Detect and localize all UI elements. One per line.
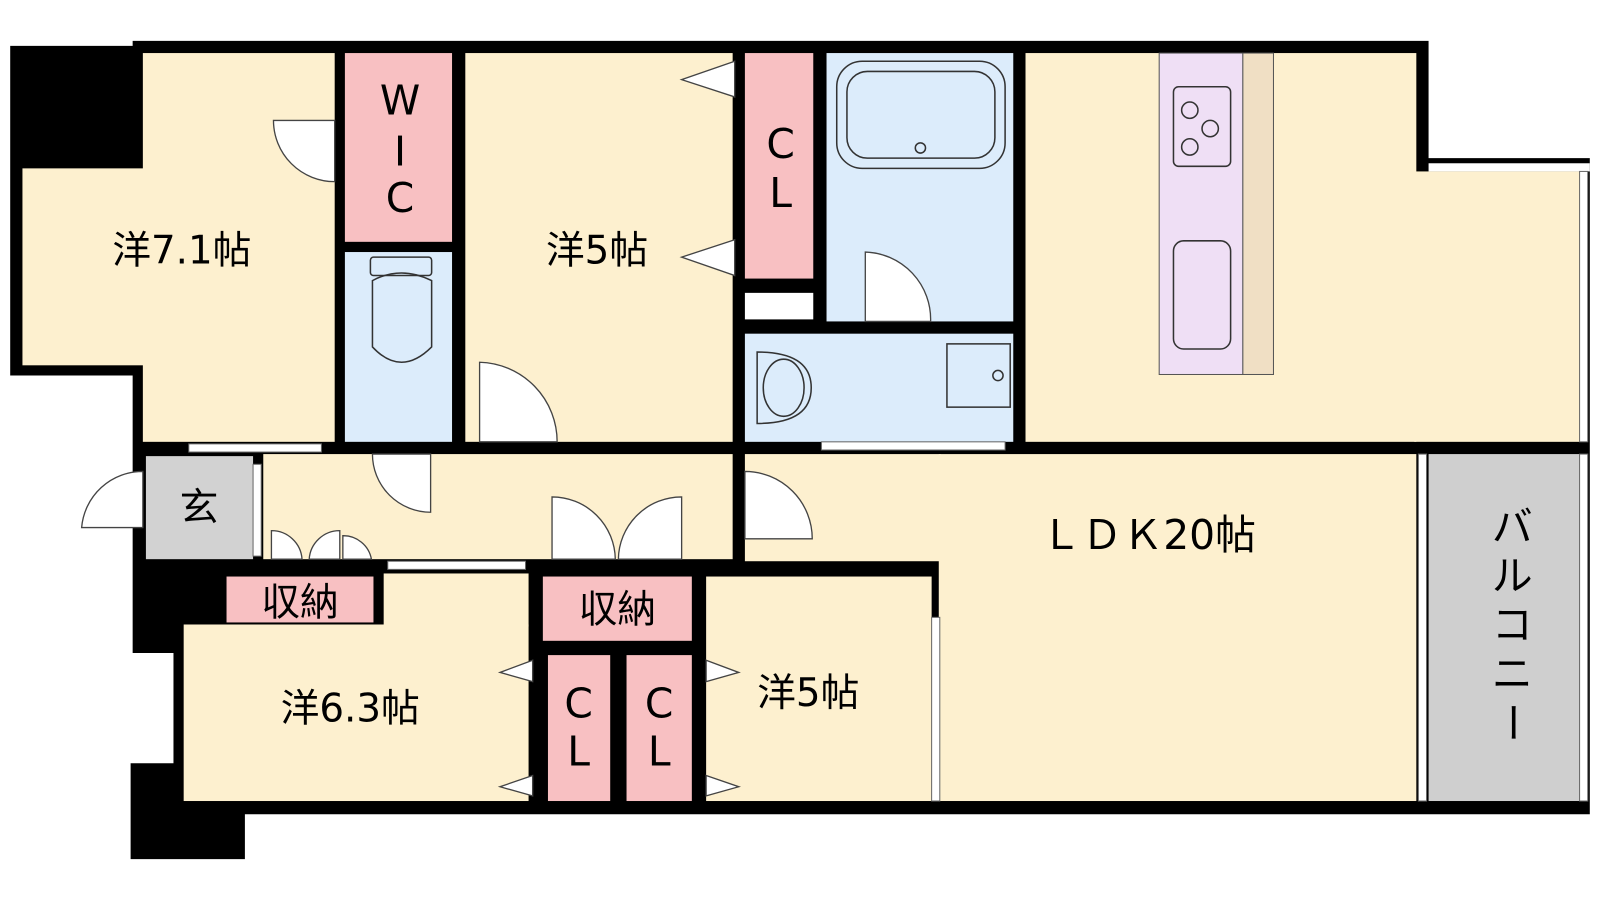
label-balcony-1: バ	[1492, 503, 1533, 551]
label-balcony-3: コ	[1492, 601, 1533, 649]
doors[interactable]	[80, 60, 932, 797]
label-wic-w: W	[380, 76, 420, 124]
label-cl-b-c: C	[645, 679, 674, 727]
windows	[188, 170, 1589, 802]
closet-b	[626, 655, 692, 802]
room-western-6-3	[183, 573, 529, 802]
toilet-icon	[369, 256, 433, 363]
washing-machine-icon	[946, 343, 1011, 408]
label-storage-mid: 収納	[579, 587, 657, 632]
room-entrance	[145, 456, 254, 560]
washbasin-icon	[756, 351, 812, 425]
room-wic	[344, 53, 453, 242]
label-wic-i: I	[394, 127, 406, 175]
label-western-5-bottom: 洋5帖	[757, 671, 859, 716]
label-balcony-4: ニ	[1492, 650, 1533, 698]
bathtub-icon	[835, 60, 1006, 170]
utility-space	[744, 292, 814, 320]
label-cl-top-c: C	[766, 120, 794, 168]
stove-icon	[1172, 85, 1232, 168]
label-cl-a-l: L	[567, 727, 590, 775]
label-balcony-2: ル	[1492, 552, 1533, 600]
label-ldk: ＬＤＫ20帖	[1041, 511, 1256, 559]
room-toilet	[344, 252, 453, 442]
closet-top	[744, 53, 814, 279]
label-western-6-3: 洋6.3帖	[281, 686, 420, 731]
storage-left	[226, 576, 374, 623]
room-bathroom	[826, 53, 1014, 322]
storage-mid	[542, 576, 692, 641]
room-western-7-1	[22, 53, 335, 442]
closet-a	[547, 655, 611, 802]
label-cl-a-c: C	[564, 679, 593, 727]
label-cl-top-l: L	[769, 169, 792, 217]
label-entrance: 玄	[180, 485, 219, 530]
room-washroom	[744, 333, 1014, 442]
label-storage-left: 収納	[261, 580, 339, 625]
label-wic-c: C	[386, 174, 415, 222]
sink-icon	[1172, 240, 1232, 350]
kitchen-counter	[1158, 52, 1274, 375]
label-western-5-top: 洋5帖	[546, 228, 648, 273]
label-western-7-1: 洋7.1帖	[112, 228, 251, 273]
label-balcony-5: ー	[1488, 702, 1536, 743]
label-cl-b-l: L	[648, 727, 671, 775]
room-western-5-bottom	[706, 576, 932, 802]
balcony	[1428, 454, 1580, 802]
